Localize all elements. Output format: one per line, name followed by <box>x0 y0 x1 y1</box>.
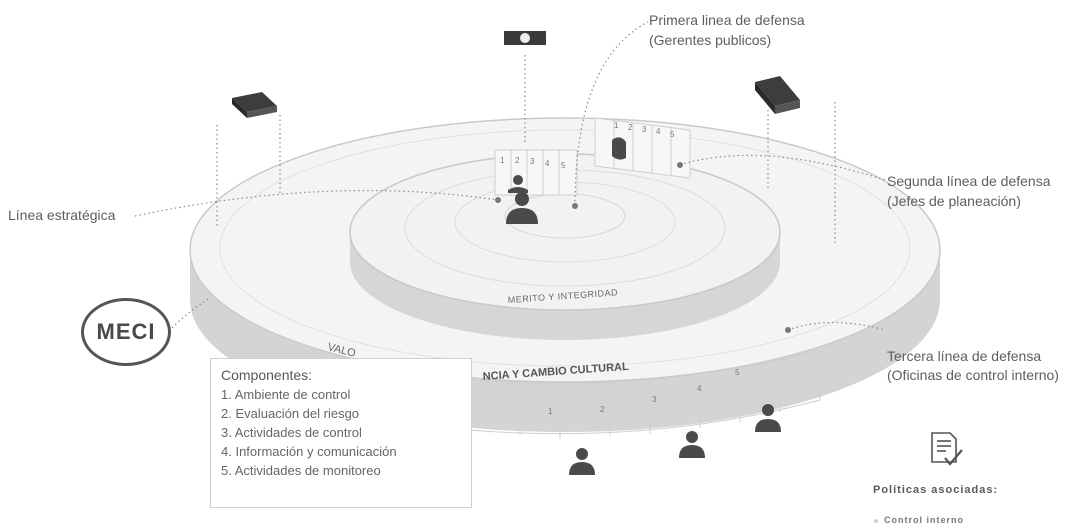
book-icon <box>232 92 277 118</box>
outer-seg-5: 5 <box>735 368 740 377</box>
primera-linea-subtitle: (Gerentes publicos) <box>649 32 772 48</box>
componente-item-2: 2. Evaluación del riesgo <box>221 406 360 421</box>
linea-estrategica-label: Línea estratégica <box>8 207 116 223</box>
componente-item-5: 5. Actividades de monitoreo <box>221 463 381 478</box>
inner-seg-1: 1 <box>500 156 505 165</box>
document-policy-icon <box>931 432 963 466</box>
outer-seg-2: 2 <box>600 405 605 414</box>
politicas-bullet <box>874 519 878 523</box>
componente-item-4: 4. Información y comunicación <box>221 444 397 459</box>
middle-seg-2: 2 <box>628 123 633 132</box>
inner-seg-3: 3 <box>530 157 535 166</box>
segunda-linea-title: Segunda línea de defensa <box>887 173 1051 189</box>
person-icon-front-2 <box>679 431 705 458</box>
middle-panels <box>594 117 691 179</box>
componentes-title: Componentes: <box>221 367 313 383</box>
connector-dot-first <box>572 203 578 209</box>
outer-seg-3: 3 <box>652 395 657 404</box>
person-icon-strategic <box>506 192 538 224</box>
connector-dot-second <box>677 162 683 168</box>
meci-logo: MECI <box>81 298 171 366</box>
componentes-box: Componentes: 1. Ambiente de control 2. E… <box>210 358 472 508</box>
tercera-linea-title: Tercera línea de defensa <box>887 348 1042 364</box>
flag-icon <box>504 31 546 45</box>
tercera-linea-subtitle: (Oficinas de control interno) <box>887 367 1059 383</box>
outer-segment-band <box>469 349 821 438</box>
building-icon <box>755 76 800 114</box>
primera-linea-title: Primera linea de defensa <box>649 12 805 28</box>
componente-item-3: 3. Actividades de control <box>221 425 362 440</box>
componente-item-1: 1. Ambiente de control <box>221 387 351 402</box>
person-icon-front-3 <box>755 404 781 432</box>
inner-seg-5: 5 <box>561 161 566 170</box>
inner-seg-2: 2 <box>515 156 520 165</box>
connector-dot-strategic <box>495 197 501 203</box>
connectors <box>134 21 886 331</box>
person-icon-middle <box>612 137 626 160</box>
person-icon-inner <box>508 175 528 193</box>
outer-seg-1: 1 <box>548 407 553 416</box>
inner-panels <box>494 149 578 196</box>
politica-item-control-interno: Control interno <box>884 515 964 525</box>
politicas-title: Políticas asociadas: <box>873 484 999 496</box>
middle-seg-4: 4 <box>656 127 661 136</box>
middle-seg-1: 1 <box>614 121 619 130</box>
inner-seg-4: 4 <box>545 159 550 168</box>
segunda-linea-subtitle: (Jefes de planeación) <box>887 193 1021 209</box>
connector-dot-third <box>785 327 791 333</box>
outer-seg-4: 4 <box>697 384 702 393</box>
middle-seg-5: 5 <box>670 130 675 139</box>
person-icon-front-1 <box>569 448 595 475</box>
middle-seg-3: 3 <box>642 125 647 134</box>
